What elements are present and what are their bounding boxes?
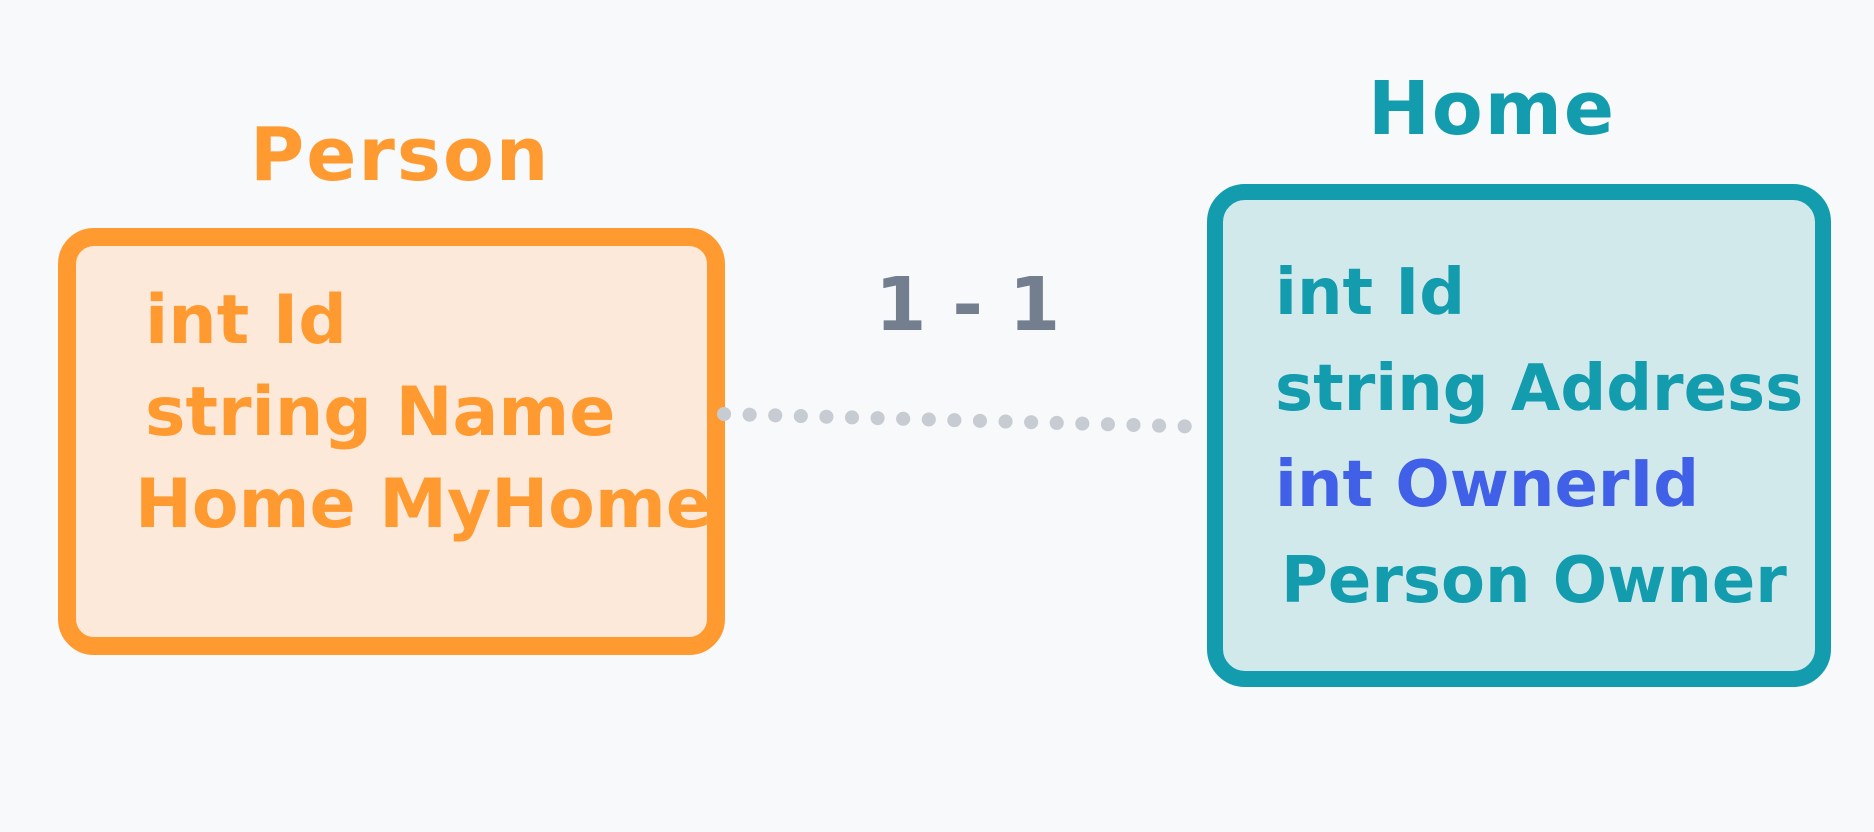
home-field-address: string Address <box>1275 352 1804 426</box>
home-entity-title: Home <box>1368 66 1617 152</box>
home-field-ownerid: int OwnerId <box>1275 448 1700 522</box>
person-entity-box <box>58 228 725 655</box>
home-field-id: int Id <box>1275 256 1465 330</box>
relationship-cardinality-label: 1 - 1 <box>875 262 1061 348</box>
person-field-id: int Id <box>145 281 347 360</box>
person-field-name: string Name <box>145 373 616 452</box>
person-field-list: int Id string Name Home MyHome <box>135 275 712 551</box>
relationship-dotted-line <box>717 407 1217 434</box>
home-field-owner: Person Owner <box>1281 544 1787 618</box>
home-field-list: int Id string Address int OwnerId Person… <box>1275 245 1803 629</box>
person-entity-title: Person <box>250 112 551 198</box>
home-entity-box <box>1207 184 1831 687</box>
person-field-myhome: Home MyHome <box>135 465 712 544</box>
